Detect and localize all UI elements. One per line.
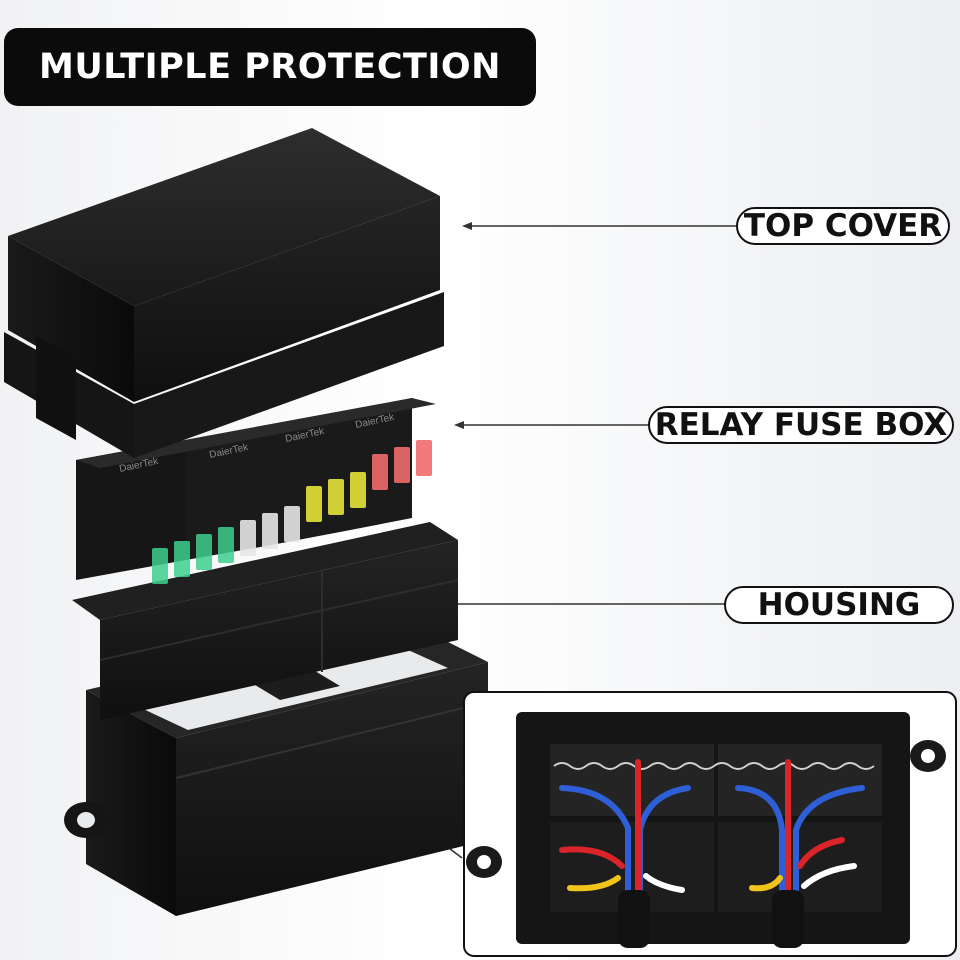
fuse-red bbox=[416, 440, 432, 476]
fuse-green bbox=[196, 534, 212, 570]
top-cover-label: TOP COVER bbox=[736, 207, 950, 245]
fuse-red bbox=[394, 447, 410, 483]
housing-label: HOUSING bbox=[724, 586, 954, 624]
relay-fuse-box-label: RELAY FUSE BOX bbox=[648, 406, 954, 444]
fuse-yellow bbox=[306, 486, 322, 522]
fuse-red bbox=[372, 454, 388, 490]
fuse-clear bbox=[240, 520, 256, 556]
fuse-green bbox=[218, 527, 234, 563]
wire-grommet-left bbox=[618, 890, 650, 948]
wiring-inset bbox=[463, 691, 957, 957]
fuse-clear bbox=[262, 513, 278, 549]
cover-latch bbox=[36, 336, 76, 440]
title-badge: MULTIPLE PROTECTION bbox=[4, 28, 536, 106]
fuse-green bbox=[152, 548, 168, 584]
fuse-yellow bbox=[328, 479, 344, 515]
fuse-green bbox=[174, 541, 190, 577]
title-text: MULTIPLE PROTECTION bbox=[39, 47, 501, 87]
top-cover bbox=[4, 128, 444, 458]
wire-grommet-right bbox=[772, 890, 804, 948]
relay-fuse-box: DaierTek DaierTek DaierTek DaierTek bbox=[72, 398, 459, 720]
fuse-row bbox=[152, 440, 432, 584]
fuse-clear bbox=[284, 506, 300, 542]
fuse-yellow bbox=[350, 472, 366, 508]
